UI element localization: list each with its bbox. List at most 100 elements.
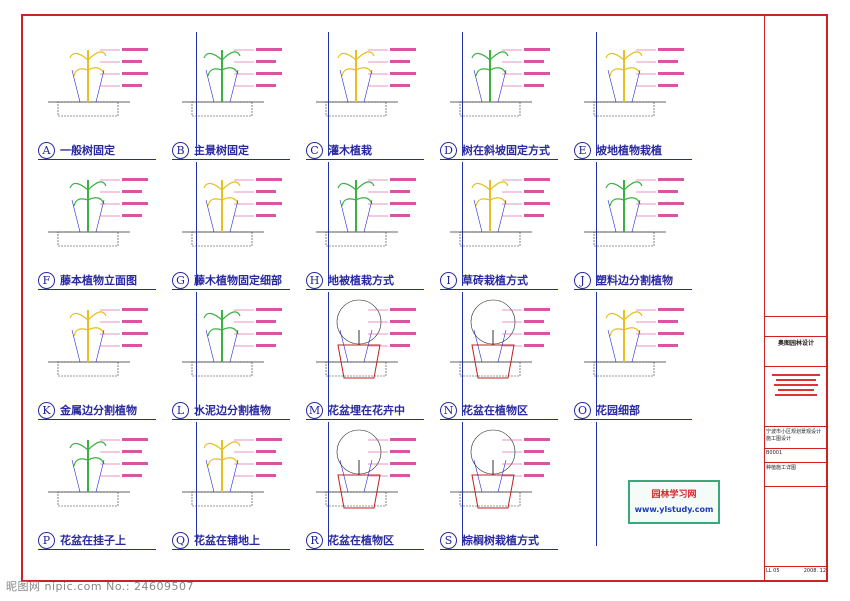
detail-l: L 水泥边分割植物 bbox=[164, 290, 296, 420]
caption-underline bbox=[574, 419, 692, 420]
detail-title: 灌木植栽 bbox=[328, 144, 372, 157]
scale-text: LL 05 bbox=[766, 568, 780, 574]
detail-caption: L 水泥边分割植物 bbox=[172, 400, 271, 420]
cell-divider bbox=[596, 162, 597, 286]
detail-sketch bbox=[48, 308, 148, 377]
cell-divider bbox=[462, 422, 463, 546]
detail-letter-circle: L bbox=[172, 401, 189, 419]
detail-caption: D 树在斜坡固定方式 bbox=[440, 140, 550, 160]
drawing-name-text: 种植施工详图 bbox=[766, 465, 797, 471]
detail-caption: R 花盆在植物区 bbox=[306, 530, 394, 550]
caption-underline bbox=[306, 159, 424, 160]
cell-divider bbox=[328, 422, 329, 546]
drawing-number-text: B0001 bbox=[766, 450, 783, 456]
detail-title: 地被植栽方式 bbox=[328, 274, 394, 287]
detail-sketch bbox=[182, 308, 282, 377]
detail-letter-circle: Q bbox=[172, 531, 189, 549]
cell-divider bbox=[462, 162, 463, 286]
project-text: 宁波市小区规划景观设计 施工图设计 bbox=[766, 429, 822, 442]
detail-sketch bbox=[182, 48, 282, 117]
cell-divider bbox=[196, 422, 197, 546]
cell-divider bbox=[462, 32, 463, 156]
detail-o: O 花园细部 bbox=[566, 290, 698, 420]
detail-title: 塑料边分割植物 bbox=[596, 274, 673, 287]
caption-underline bbox=[306, 289, 424, 290]
detail-sketch bbox=[450, 48, 550, 117]
detail-title: 金属边分割植物 bbox=[60, 404, 137, 417]
detail-letter-circle: B bbox=[172, 141, 189, 159]
cell-divider bbox=[596, 32, 597, 156]
cell-divider bbox=[196, 32, 197, 156]
detail-title: 一般树固定 bbox=[60, 144, 115, 157]
detail-caption: H 地被植栽方式 bbox=[306, 270, 394, 290]
detail-caption: O 花园细部 bbox=[574, 400, 640, 420]
detail-title: 花园细部 bbox=[596, 404, 640, 417]
drawing-number: B0001 bbox=[765, 448, 827, 462]
detail-letter-circle: M bbox=[306, 401, 323, 419]
caption-underline bbox=[38, 159, 156, 160]
detail-letter-circle: S bbox=[440, 531, 457, 549]
cell-divider bbox=[328, 32, 329, 156]
detail-letter-circle: I bbox=[440, 271, 457, 289]
caption-underline bbox=[440, 419, 558, 420]
detail-sketch bbox=[48, 438, 148, 507]
detail-title: 树在斜坡固定方式 bbox=[462, 144, 550, 157]
detail-letter-circle: K bbox=[38, 401, 55, 419]
detail-title: 水泥边分割植物 bbox=[194, 404, 271, 417]
cell-divider bbox=[462, 292, 463, 416]
title-block-revisions bbox=[765, 316, 827, 336]
project-name: 宁波市小区规划景观设计 施工图设计 bbox=[765, 426, 827, 448]
detail-sketch bbox=[450, 178, 550, 247]
cell-divider bbox=[596, 292, 597, 416]
detail-title: 棕榈树栽植方式 bbox=[462, 534, 539, 547]
detail-title: 藤木植物固定细部 bbox=[194, 274, 282, 287]
detail-letter-circle: R bbox=[306, 531, 323, 549]
detail-caption: K 金属边分割植物 bbox=[38, 400, 137, 420]
cell-divider bbox=[328, 162, 329, 286]
caption-underline bbox=[172, 159, 290, 160]
detail-letter-circle: N bbox=[440, 401, 457, 419]
detail-s: S 棕榈树栽植方式 bbox=[432, 420, 564, 550]
detail-letter-circle: O bbox=[574, 401, 591, 419]
caption-underline bbox=[172, 419, 290, 420]
detail-title: 花盆在植物区 bbox=[328, 534, 394, 547]
caption-underline bbox=[306, 419, 424, 420]
detail-letter-circle: H bbox=[306, 271, 323, 289]
caption-underline bbox=[38, 289, 156, 290]
cell-divider bbox=[196, 162, 197, 286]
caption-underline bbox=[574, 289, 692, 290]
watermark: 昵图网 nipic.com No.: 24609507 bbox=[6, 580, 195, 593]
detail-sketch bbox=[450, 429, 550, 509]
detail-title: 草砖栽植方式 bbox=[462, 274, 528, 287]
detail-sketch bbox=[182, 438, 282, 507]
designer-name: 奥图园林设计 bbox=[765, 336, 827, 366]
caption-underline bbox=[38, 419, 156, 420]
date-text: 2008. 12 bbox=[803, 568, 826, 574]
detail-sketch bbox=[584, 48, 684, 117]
detail-letter-circle: D bbox=[440, 141, 457, 159]
caption-underline bbox=[38, 549, 156, 550]
scale-date: LL 05 2008. 12 bbox=[765, 566, 827, 580]
detail-sketch bbox=[48, 178, 148, 247]
detail-sketch bbox=[182, 178, 282, 247]
detail-sketch bbox=[48, 48, 148, 117]
caption-underline bbox=[574, 159, 692, 160]
sheet-border bbox=[21, 14, 828, 582]
detail-sketch bbox=[316, 48, 416, 117]
detail-letter-circle: P bbox=[38, 531, 55, 549]
